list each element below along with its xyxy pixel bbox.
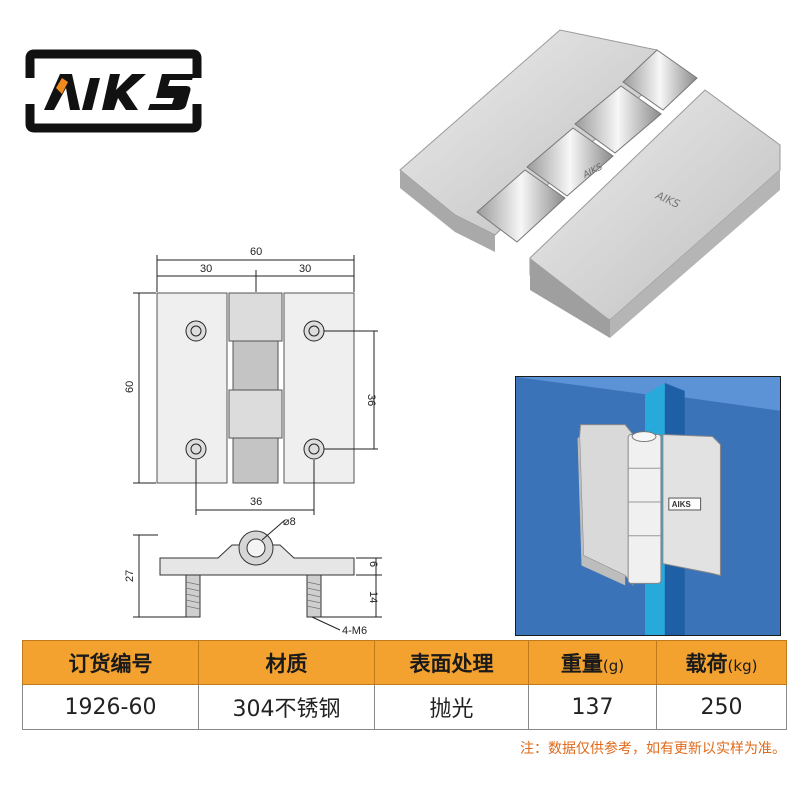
dim-half-left: 30 [200, 263, 212, 275]
table-header-row: 订货编号 材质 表面处理 重量(g) 载荷(kg) [22, 640, 787, 685]
dim-plate-thickness: 6 [367, 561, 379, 567]
cell-weight: 137 [528, 684, 657, 730]
dim-half-right: 30 [299, 263, 311, 275]
header-load: 载荷(kg) [656, 640, 787, 685]
dim-pin-diameter: ⌀8 [283, 516, 296, 528]
dim-hole-horizontal: 36 [250, 496, 262, 508]
cell-order-no: 1926-60 [22, 684, 199, 730]
dim-total-width: 60 [250, 246, 262, 258]
front-view-drawing: 60 30 30 60 36 36 [124, 246, 378, 515]
cell-load: 250 [656, 684, 787, 730]
side-view-drawing: ⌀8 27 6 14 4-M6 [124, 516, 382, 637]
hinge-product-render: AIKS AIKS [399, 29, 781, 338]
cell-material: 304不锈钢 [198, 684, 375, 730]
header-material: 材质 [198, 640, 375, 685]
cell-surface: 抛光 [374, 684, 529, 730]
header-surface: 表面处理 [374, 640, 529, 685]
installation-scene: AIKS [515, 376, 781, 636]
disclaimer-note: 注：数据仅供参考，如有更新以实样为准。 [520, 741, 786, 757]
aiks-logo [25, 49, 202, 133]
dim-height: 60 [124, 381, 136, 393]
spec-table: 订货编号 材质 表面处理 重量(g) 载荷(kg) 1926-60 304不锈钢… [22, 640, 787, 730]
header-order-no: 订货编号 [22, 640, 199, 685]
svg-text:AIKS: AIKS [672, 500, 691, 509]
dim-hole-vertical: 36 [365, 394, 377, 406]
header-weight: 重量(g) [528, 640, 657, 685]
dim-bolt-length: 14 [367, 591, 379, 603]
dim-total-height: 27 [124, 570, 136, 582]
dim-bolt-spec: 4-M6 [342, 625, 367, 637]
table-row: 1926-60 304不锈钢 抛光 137 250 [22, 684, 787, 730]
